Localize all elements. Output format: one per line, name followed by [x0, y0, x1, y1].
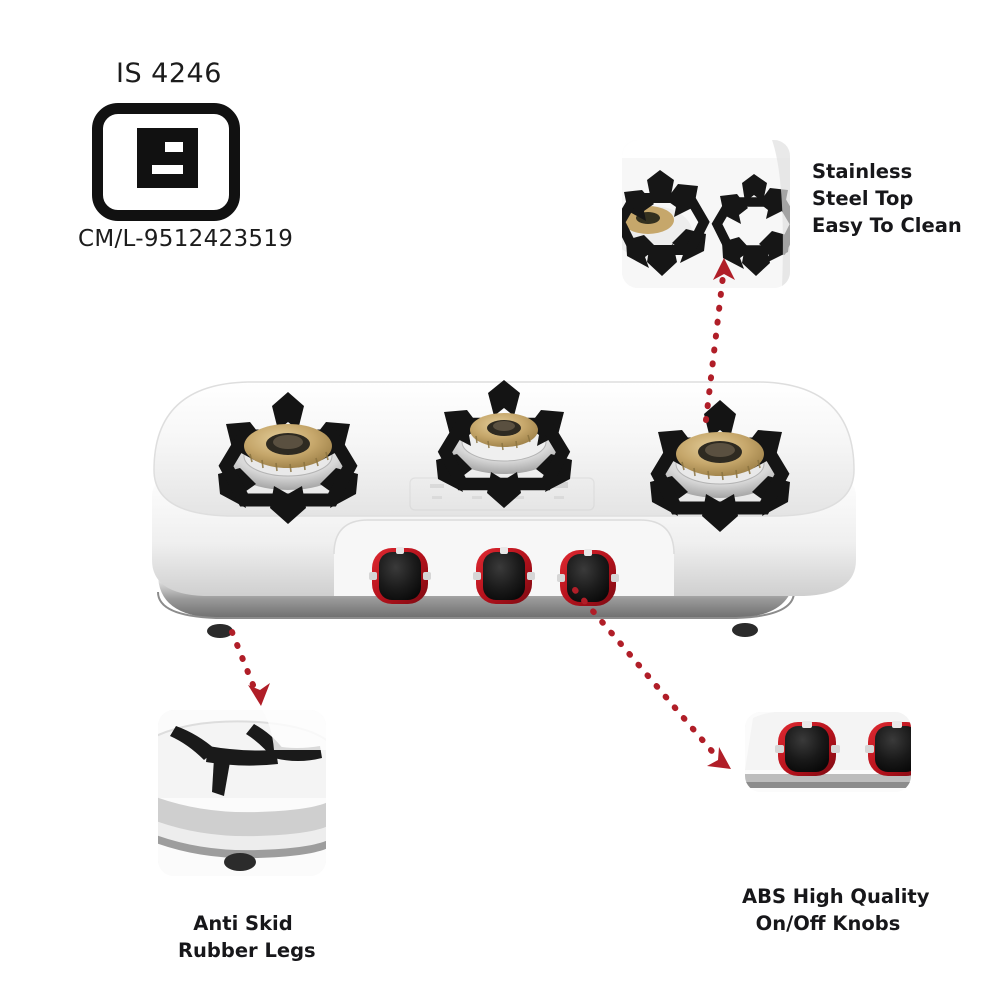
- feature-label-abs-knobs: ABS High Quality On/Off Knobs: [742, 883, 930, 937]
- callout-thumbnail-stainless-steel-top: [622, 140, 790, 288]
- feature-label-anti-skid-legs: Anti Skid Rubber Legs: [178, 910, 316, 964]
- isi-mark-icon: [92, 103, 240, 221]
- feature-label-line-2: Steel Top: [812, 187, 914, 210]
- gas-stove-product-image: [148, 378, 860, 640]
- feature-label-line-2: On/Off Knobs: [755, 912, 901, 935]
- feature-label-line-1: Anti Skid: [193, 912, 293, 935]
- isi-license-number: CM/L-9512423519: [78, 226, 294, 252]
- isi-certification-block: IS 4246 CM/L-9512423519: [78, 58, 293, 263]
- feature-label-stainless-steel-top: Stainless Steel Top Easy To Clean: [812, 158, 962, 239]
- feature-label-line-1: ABS High Quality: [742, 885, 930, 908]
- feature-label-line-2: Rubber Legs: [178, 939, 316, 962]
- is-standard-number: IS 4246: [116, 58, 222, 89]
- callout-thumbnail-anti-skid-legs: [158, 710, 326, 876]
- feature-label-line-1: Stainless: [812, 160, 913, 183]
- callout-thumbnail-abs-knobs: [745, 712, 911, 792]
- feature-label-line-3: Easy To Clean: [812, 214, 962, 237]
- arrow-to-anti-skid-legs: [229, 629, 270, 706]
